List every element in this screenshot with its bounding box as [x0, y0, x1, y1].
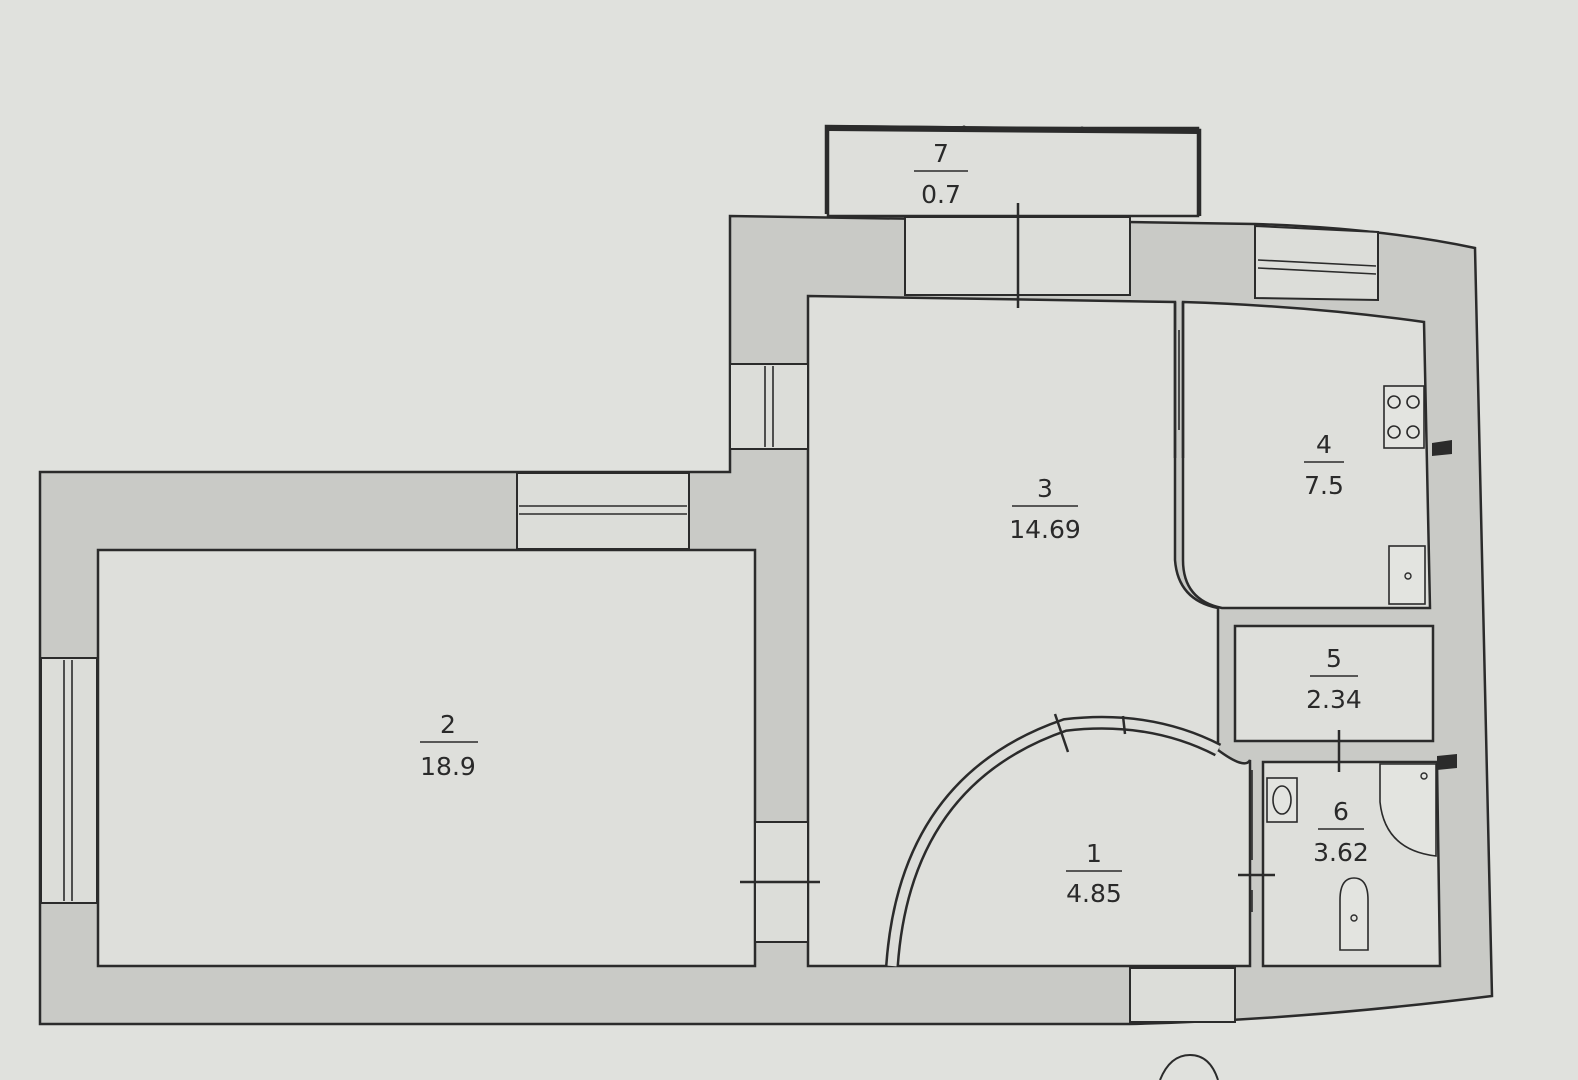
page-edge-mark	[1159, 1053, 1219, 1080]
room-label-5: 5 2.34	[1306, 644, 1362, 714]
wall-opening	[729, 363, 809, 450]
door-marker	[1121, 715, 1127, 735]
stove-burner	[1406, 425, 1420, 439]
room-area: 3.62	[1313, 838, 1369, 867]
room-area: 2.34	[1306, 685, 1362, 714]
room-area: 0.7	[921, 180, 961, 209]
room-number: 6	[1333, 797, 1349, 826]
room-area: 7.5	[1304, 471, 1344, 500]
room-number: 4	[1316, 430, 1332, 459]
room-area: 18.9	[420, 752, 476, 781]
room-label-2: 2 18.9	[420, 710, 478, 781]
window-sash-line	[1257, 259, 1377, 267]
door-marker	[1053, 713, 1070, 753]
stove-icon	[1383, 385, 1425, 449]
room-label-7: 7 0.7	[914, 139, 968, 209]
stove-burner	[1406, 395, 1420, 409]
room-number: 5	[1326, 644, 1342, 673]
room-2-top-window	[516, 472, 690, 550]
stove-burner	[1387, 425, 1401, 439]
rail-post	[1079, 126, 1085, 132]
room-area: 4.85	[1066, 879, 1122, 908]
room-number: 1	[1086, 839, 1102, 868]
room-label-1: 1 4.85	[1066, 839, 1122, 908]
room-number: 3	[1037, 474, 1053, 503]
room-area: 14.69	[1009, 515, 1081, 544]
drain	[1350, 914, 1358, 922]
kitchen-sink-icon	[1388, 545, 1426, 605]
toilet-icon	[1339, 877, 1369, 951]
drain	[1420, 772, 1428, 780]
room-number: 2	[440, 710, 456, 739]
window-sash-line	[1257, 267, 1377, 275]
room-4-floor	[1181, 300, 1432, 610]
vent-shaft	[1437, 754, 1457, 770]
balcony-floor	[826, 126, 1200, 218]
room-3-floor	[806, 294, 1252, 968]
entry-opening	[1129, 967, 1236, 1023]
room-5-floor	[1233, 624, 1435, 743]
room-number: 7	[933, 139, 949, 168]
room-2-floor	[96, 548, 757, 968]
drain	[1404, 572, 1412, 580]
vent-shaft	[1432, 440, 1452, 456]
basin-bowl	[1272, 785, 1292, 815]
room-label-4: 4 7.5	[1304, 430, 1344, 500]
room-2-left-window	[40, 657, 98, 904]
washbasin-icon	[1266, 777, 1298, 823]
room-label-3: 3 14.69	[1009, 474, 1081, 544]
room-label-6: 6 3.62	[1313, 797, 1369, 867]
curved-partition-fill	[887, 718, 1221, 967]
rail-post	[961, 125, 967, 131]
stove-burner	[1387, 395, 1401, 409]
shower-icon	[1379, 763, 1437, 857]
balcony-rail-top	[827, 125, 1199, 134]
